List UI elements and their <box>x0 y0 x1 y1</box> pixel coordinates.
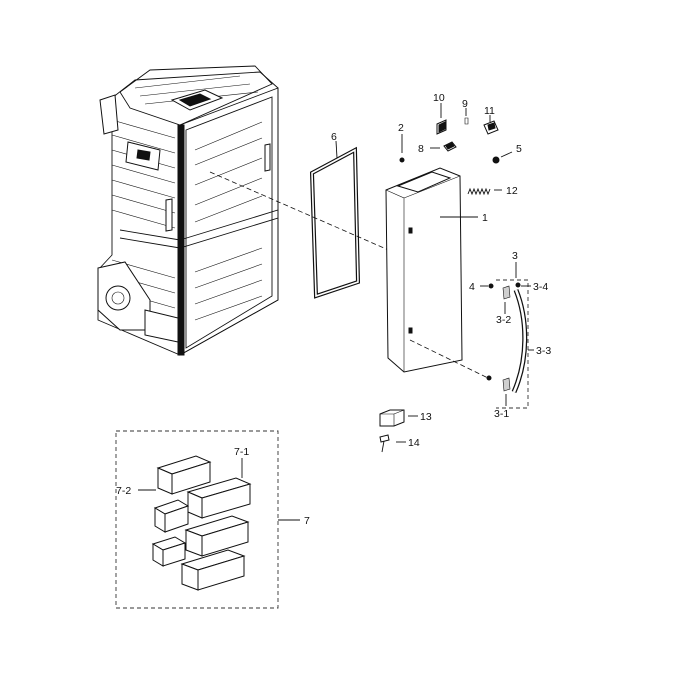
spring <box>467 187 491 196</box>
handle-assembly <box>496 262 529 409</box>
block <box>379 409 405 427</box>
callout-3-1: 3-1 <box>494 408 509 420</box>
hinge-upper <box>436 119 447 135</box>
callout-12: 12 <box>506 185 518 197</box>
callout-5: 5 <box>516 143 522 155</box>
guard-set <box>115 430 279 609</box>
callout-10: 10 <box>433 92 445 104</box>
callout-13: 13 <box>420 411 432 423</box>
callout-1: 1 <box>482 212 488 224</box>
hinge-bracket <box>483 120 499 135</box>
door-gasket <box>309 146 361 299</box>
guard-small-middle <box>153 499 190 533</box>
callout-7: 7 <box>304 515 310 527</box>
hinge-pin <box>464 117 469 125</box>
callout-8: 8 <box>418 143 424 155</box>
callout-4: 4 <box>469 281 475 293</box>
door-pin <box>399 134 405 163</box>
callout-7-1: 7-1 <box>234 446 249 458</box>
callout-2: 2 <box>398 122 404 134</box>
guard-small-lower <box>151 536 187 567</box>
refrigerator-cabinet <box>97 65 279 356</box>
callout-3-2: 3-2 <box>496 314 511 326</box>
hinge-cover <box>443 141 457 152</box>
bolt <box>379 434 390 453</box>
guard-large-top <box>186 477 252 519</box>
bumper <box>492 156 500 164</box>
callout-14: 14 <box>408 437 420 449</box>
callout-3-3: 3-3 <box>536 345 551 357</box>
callout-6: 6 <box>331 131 337 143</box>
guard-small-top <box>156 455 212 495</box>
guard-large-middle <box>184 515 250 557</box>
callout-11: 11 <box>484 105 495 117</box>
guard-large-bottom <box>180 549 246 591</box>
refrigerator-door <box>385 167 463 373</box>
callout-7-2: 7-2 <box>116 485 131 497</box>
callout-3-4: 3-4 <box>533 281 548 293</box>
callout-3: 3 <box>512 250 518 262</box>
callout-9: 9 <box>462 98 468 110</box>
screw <box>409 283 494 381</box>
